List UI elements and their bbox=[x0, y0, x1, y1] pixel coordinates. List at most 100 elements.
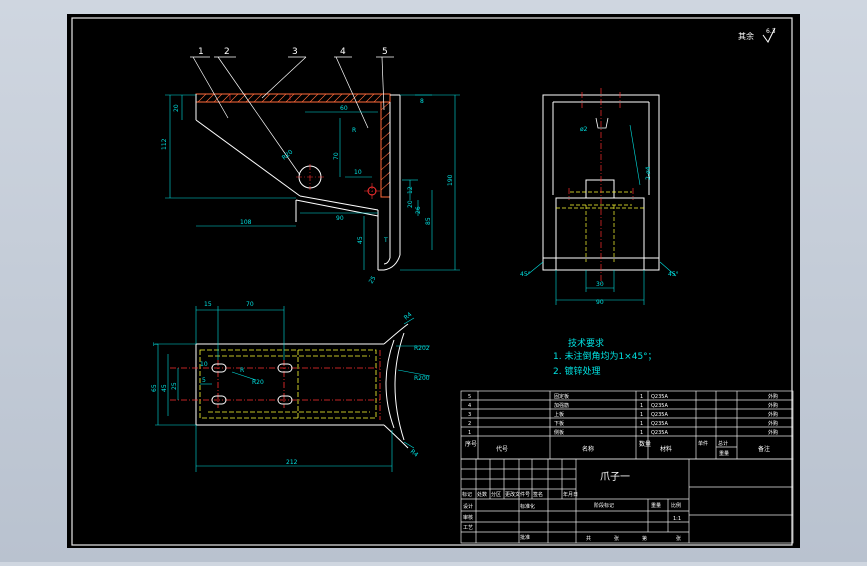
part-number-5: 5 bbox=[382, 47, 388, 57]
svg-text:年月日: 年月日 bbox=[563, 491, 578, 498]
side-notch bbox=[595, 117, 609, 129]
dim-70: 70 bbox=[333, 152, 340, 160]
svg-text:第: 第 bbox=[642, 535, 647, 542]
top-dim-r200: R200 bbox=[414, 375, 430, 382]
svg-text:共: 共 bbox=[586, 535, 591, 542]
top-dim-t: T bbox=[153, 342, 160, 347]
svg-text:1: 1 bbox=[640, 430, 643, 436]
svg-text:Q235A: Q235A bbox=[651, 394, 668, 400]
dim-190: 190 bbox=[447, 174, 454, 186]
side-dim-dia: 2-ø4 bbox=[645, 166, 652, 180]
top-dim-15: 15 bbox=[204, 301, 212, 308]
svg-text:侧板: 侧板 bbox=[554, 429, 564, 436]
svg-text:外购: 外购 bbox=[768, 402, 778, 409]
top-dim-10: 10 bbox=[200, 361, 208, 368]
bom-row: 4 加强筋 1 Q235A 外购 bbox=[468, 402, 778, 409]
svg-text:材料: 材料 bbox=[660, 445, 672, 453]
roughness-value: 6.3 bbox=[766, 28, 776, 35]
top-hidden-lines bbox=[199, 349, 377, 419]
svg-text:审核: 审核 bbox=[463, 514, 473, 521]
top-dim-r20: R20 bbox=[252, 379, 264, 386]
svg-text:加强筋: 加强筋 bbox=[554, 402, 569, 409]
bom-row: 1 侧板 1 Q235A 外购 bbox=[468, 429, 778, 436]
svg-text:重量: 重量 bbox=[651, 502, 661, 509]
svg-text:Q235A: Q235A bbox=[651, 421, 668, 427]
top-dim-45: 45 bbox=[161, 384, 168, 392]
bom-header: 序号 代号 名称 数量 材料 单件 总计 重量 备注 bbox=[465, 440, 770, 457]
svg-text:2: 2 bbox=[468, 421, 471, 427]
svg-text:上板: 上板 bbox=[554, 411, 564, 418]
roughness-symbol-icon bbox=[762, 27, 776, 43]
top-dim-r4-bottom: R4 bbox=[409, 448, 420, 459]
svg-text:序号: 序号 bbox=[465, 440, 477, 448]
top-view[interactable]: 15 70 T 10 5 25 45 65 R R20 R202 R200 R4… bbox=[151, 301, 431, 472]
svg-text:签名: 签名 bbox=[533, 491, 543, 498]
dim-60: 60 bbox=[340, 105, 348, 112]
svg-text:5: 5 bbox=[468, 394, 471, 400]
side-dimension-lines bbox=[526, 124, 677, 305]
dim-left-small: 20 bbox=[173, 104, 180, 112]
svg-text:数量: 数量 bbox=[639, 440, 651, 448]
part-number-1: 1 bbox=[198, 47, 204, 57]
svg-text:1: 1 bbox=[640, 394, 643, 400]
dim-top-small: 8 bbox=[420, 98, 424, 105]
svg-text:1:1: 1:1 bbox=[673, 516, 681, 522]
front-dimension-lines bbox=[165, 94, 460, 271]
side-outline bbox=[542, 94, 660, 271]
part-number-3: 3 bbox=[292, 47, 298, 57]
dim-12: 12 bbox=[407, 186, 414, 194]
svg-text:批准: 批准 bbox=[520, 534, 530, 541]
front-view[interactable]: 1 2 3 4 5 8 20 112 60 70 10 R20 bbox=[161, 47, 460, 285]
bom-rows: 5 固定板 1 Q235A 外购 4 加强筋 1 Q235A 外购 3 上板 1… bbox=[465, 393, 778, 457]
top-slots bbox=[211, 363, 293, 405]
top-dim-5: 5 bbox=[202, 377, 206, 384]
svg-text:Q235A: Q235A bbox=[651, 412, 668, 418]
svg-text:代号: 代号 bbox=[496, 445, 508, 453]
bom-row: 2 下板 1 Q235A 外购 bbox=[468, 420, 778, 427]
top-dim-65: 65 bbox=[151, 384, 158, 392]
drawing-background bbox=[67, 14, 800, 548]
svg-text:总计: 总计 bbox=[718, 440, 728, 447]
part-number-leaders bbox=[190, 56, 394, 176]
svg-text:Q235A: Q235A bbox=[651, 430, 668, 436]
svg-text:外购: 外购 bbox=[768, 411, 778, 418]
front-centerlines bbox=[229, 94, 380, 199]
bom-row: 5 固定板 1 Q235A 外购 bbox=[468, 393, 778, 400]
tech-title: 技术要求 bbox=[568, 337, 604, 349]
side-dim-45-right: 45° bbox=[668, 271, 679, 278]
front-outline bbox=[195, 94, 401, 271]
top-dim-r: R bbox=[240, 367, 244, 374]
svg-text:阶段标记: 阶段标记 bbox=[594, 502, 614, 509]
svg-text:处数: 处数 bbox=[477, 491, 487, 498]
svg-text:标准化: 标准化 bbox=[520, 503, 535, 510]
svg-text:重量: 重量 bbox=[719, 450, 729, 457]
svg-text:1: 1 bbox=[468, 430, 471, 436]
svg-text:比例: 比例 bbox=[671, 502, 681, 509]
side-view[interactable]: ø2 2-ø4 30 90 45° 45° bbox=[520, 88, 679, 306]
svg-text:名称: 名称 bbox=[582, 445, 594, 453]
top-dim-212: 212 bbox=[286, 459, 298, 466]
top-dimension-lines bbox=[155, 306, 431, 472]
side-centerlines bbox=[568, 88, 634, 285]
drawing-name: 爪子一 bbox=[600, 471, 630, 483]
side-plate-hatch bbox=[380, 101, 391, 191]
roughness-label: 其余 bbox=[738, 31, 754, 41]
side-dim-30: 30 bbox=[596, 281, 604, 288]
svg-text:设计: 设计 bbox=[463, 503, 473, 510]
side-dim-90: 90 bbox=[596, 299, 604, 306]
part-number-2: 2 bbox=[224, 47, 230, 57]
top-centerlines bbox=[170, 350, 381, 420]
svg-text:外购: 外购 bbox=[768, 429, 778, 436]
svg-text:Q235A: Q235A bbox=[651, 403, 668, 409]
top-dim-25: 25 bbox=[171, 382, 178, 390]
sheet-frame bbox=[71, 17, 793, 546]
technical-requirements: 技术要求 1. 未注倒角均为1×45°； 2. 镀锌处理 bbox=[553, 337, 657, 377]
dim-r: R bbox=[352, 127, 356, 134]
svg-text:3: 3 bbox=[468, 412, 471, 418]
svg-text:1: 1 bbox=[640, 412, 643, 418]
side-dim-45-left: 45° bbox=[520, 271, 531, 278]
tech-line-1: 1. 未注倒角均为1×45°； bbox=[553, 350, 657, 362]
title-block bbox=[460, 458, 794, 544]
